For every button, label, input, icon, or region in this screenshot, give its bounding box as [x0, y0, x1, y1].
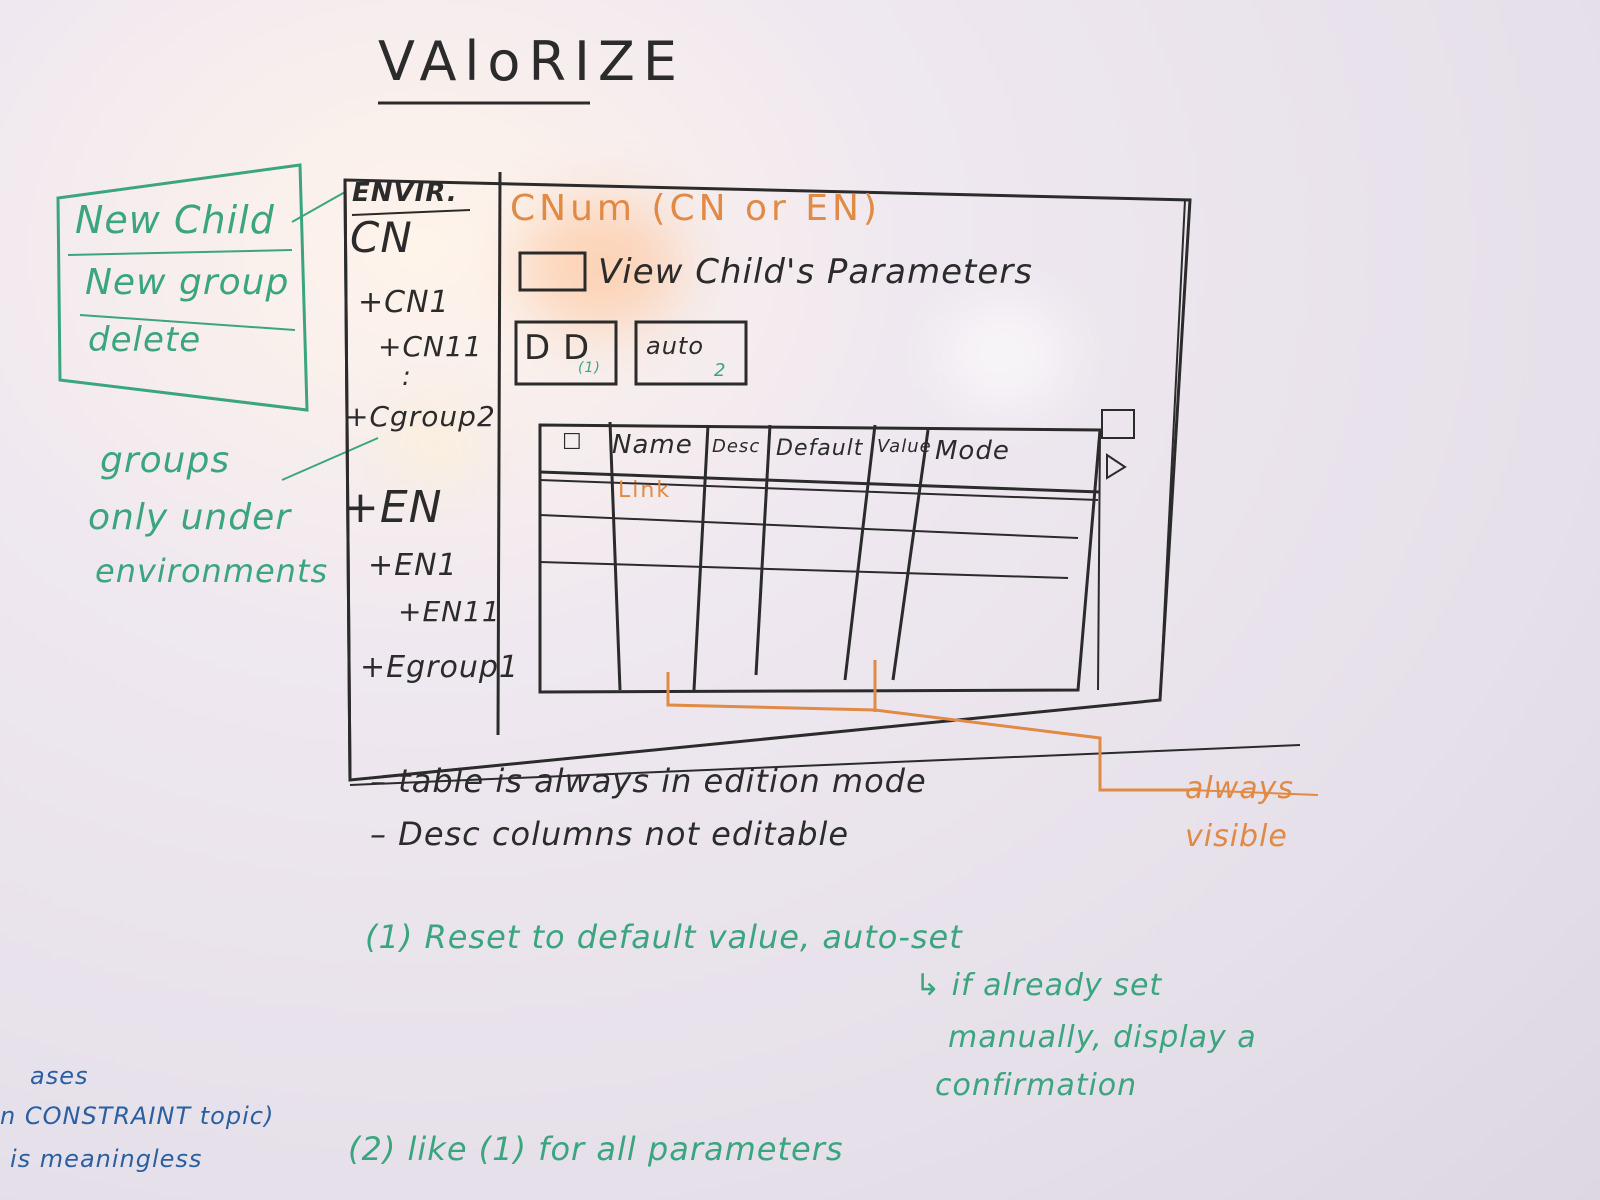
- tree-ellipsis: :: [402, 362, 412, 392]
- column-header-desc[interactable]: Desc: [712, 436, 761, 457]
- tree-item-egroup1[interactable]: +Egroup1: [360, 650, 519, 685]
- reset-default-button[interactable]: D D (1): [516, 322, 616, 384]
- note-desc-not-editable: – Desc columns not editable: [370, 815, 850, 853]
- reset-button-note: (1): [578, 360, 601, 376]
- note-reset: (1) Reset to default value, auto-set: [365, 918, 963, 956]
- note-if-set: ↳ if already set: [915, 968, 1163, 1003]
- column-header-mode[interactable]: Mode: [935, 436, 1010, 466]
- panel-title: CNum (CN or EN): [510, 188, 881, 229]
- tree-item-cn1[interactable]: +CN1: [358, 285, 450, 320]
- note-line: environments: [95, 552, 329, 590]
- reset-button-label: D D: [524, 328, 591, 368]
- view-child-parameters-checkbox[interactable]: [520, 253, 585, 290]
- blue-note-line: is meaningless: [10, 1145, 203, 1173]
- note-line: groups: [100, 440, 231, 481]
- tree-item-en1[interactable]: +EN1: [368, 548, 458, 583]
- light-glare: [940, 300, 1070, 410]
- link-cell[interactable]: Link: [618, 478, 672, 503]
- blue-note-line: ases: [30, 1062, 89, 1090]
- note-edition-mode: – table is always in edition mode: [370, 762, 927, 800]
- note-line: only under: [88, 497, 292, 538]
- tree-item-en[interactable]: +EN: [342, 482, 443, 533]
- checkbox-label: View Child's Parameters: [598, 252, 1034, 292]
- menu-item-delete[interactable]: delete: [88, 320, 202, 360]
- blue-note-line: n CONSTRAINT topic): [0, 1102, 275, 1130]
- tree-header: ENVIR.: [352, 178, 458, 208]
- column-header-default[interactable]: Default: [776, 436, 864, 461]
- tree-item-cn[interactable]: CN: [350, 213, 413, 262]
- column-header-select[interactable]: ☐: [562, 430, 583, 455]
- column-header-name[interactable]: Name: [612, 430, 693, 460]
- tree-item-cn11[interactable]: +CN11: [378, 330, 483, 363]
- column-header-value[interactable]: Value: [877, 436, 932, 457]
- tree-item-en11[interactable]: +EN11: [398, 595, 501, 628]
- note-display: manually, display a: [948, 1020, 1257, 1055]
- light-glare: [390, 410, 480, 480]
- menu-item-new-group[interactable]: New group: [85, 262, 290, 303]
- note-all-parameters: (2) like (1) for all parameters: [348, 1130, 844, 1168]
- note-confirmation: confirmation: [935, 1068, 1138, 1103]
- auto-set-button[interactable]: auto 2: [636, 322, 746, 384]
- auto-button-label: auto: [646, 332, 705, 360]
- light-glare: [520, 200, 680, 330]
- page-title: VAloRIZE: [378, 30, 686, 93]
- always-visible-note: always visible: [1185, 771, 1295, 854]
- auto-button-note: 2: [714, 360, 727, 381]
- menu-item-new-child[interactable]: New Child: [75, 198, 275, 242]
- tree-item-cgroup2[interactable]: +Cgroup2: [345, 400, 496, 433]
